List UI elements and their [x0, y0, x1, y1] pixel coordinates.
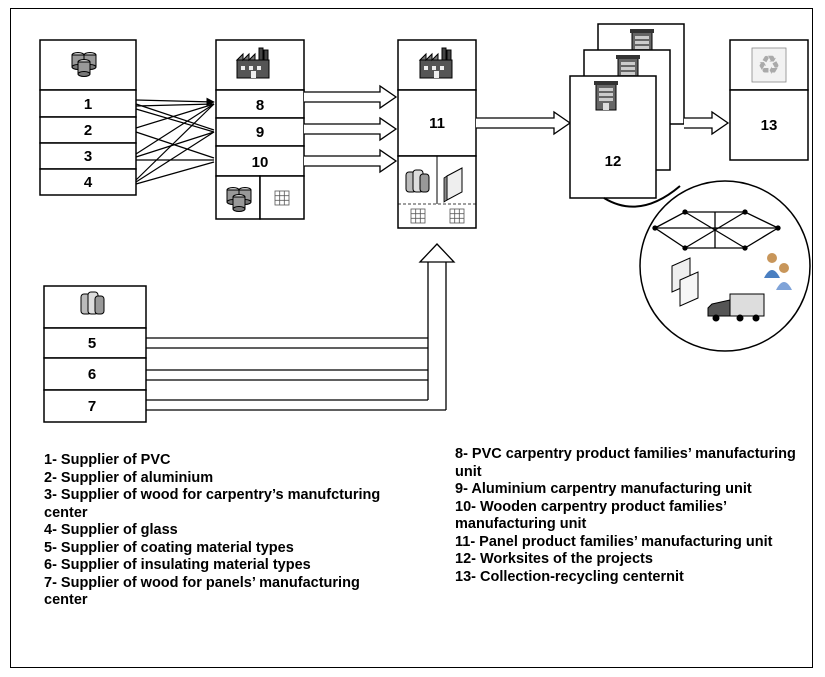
grid-panel-icon	[449, 208, 465, 224]
grid-panel-icon	[274, 190, 290, 206]
worksite-detail-connector	[603, 185, 681, 208]
panel-unit-group: 11	[397, 39, 477, 229]
node-6-label: 6	[88, 366, 96, 383]
people-icon	[764, 253, 792, 290]
legend-item-2: 2- Supplier of aluminium	[44, 469, 214, 486]
legend-item-5: 5- Supplier of coating material types	[44, 539, 294, 556]
legend-item-8: 8- PVC carpentry product families’ manuf…	[455, 446, 796, 480]
diagram-frame	[10, 8, 813, 668]
supplier-group-1-4: 1 2 3 4	[39, 39, 137, 196]
legend-suppliers: 1- Supplier of PVC 2- Supplier of alumin…	[44, 452, 394, 610]
legend-item-13: 13- Collection-recycling centernit	[455, 568, 684, 585]
materials-to-panel-links	[146, 243, 456, 411]
node-2-label: 2	[84, 122, 92, 139]
node-4-label: 4	[84, 174, 93, 191]
legend-item-1: 1- Supplier of PVC	[44, 452, 171, 468]
node-8-label: 8	[256, 97, 264, 114]
node-13-label: 13	[761, 117, 778, 134]
grid-panel-icon	[410, 208, 426, 224]
carpentry-to-panel-arrows	[304, 84, 398, 174]
recycle-icon: ♻	[751, 47, 787, 83]
panel-to-worksite-arrow	[476, 110, 572, 136]
worksites-group: 12	[569, 23, 685, 199]
node-12-label: 12	[605, 153, 622, 170]
worksite-detail-circle	[639, 180, 811, 352]
legend-item-11: 11- Panel product families’ manufacturin…	[455, 533, 773, 550]
legend-item-3: 3- Supplier of wood for carpentry’s manu…	[44, 487, 381, 521]
legend-units: 8- PVC carpentry product families’ manuf…	[455, 446, 810, 586]
legend-item-12: 12- Worksites of the projects	[455, 551, 653, 567]
supplier-group-5-7: 5 6 7	[43, 285, 147, 423]
legend-item-7: 7- Supplier of wood for panels’ manufact…	[44, 574, 360, 609]
building-icon	[593, 80, 619, 111]
node-11-label: 11	[429, 115, 445, 132]
node-10-label: 10	[252, 154, 269, 171]
carpentry-units-group: 8 9 10	[215, 39, 305, 220]
node-9-label: 9	[256, 124, 264, 141]
legend-item-10: 10- Wooden carpentry product families’ m…	[455, 498, 727, 533]
legend-item-6: 6- Supplier of insulating material types	[44, 557, 311, 573]
glass-panel-icon	[443, 167, 463, 203]
node-1-label: 1	[84, 96, 92, 113]
svg-text:♻: ♻	[757, 51, 780, 81]
legend-item-4: 4- Supplier of glass	[44, 522, 178, 538]
worksite-to-recycling-arrow	[684, 110, 730, 136]
supplier-to-carpentry-links	[135, 97, 215, 185]
glass-panel-icon	[671, 257, 699, 307]
node-5-label: 5	[88, 335, 96, 352]
node-7-label: 7	[88, 398, 96, 415]
truss-icon	[652, 209, 781, 251]
legend-item-9: 9- Aluminium carpentry manufacturing uni…	[455, 481, 752, 497]
truck-icon	[707, 293, 765, 322]
recycling-center-group: ♻ 13	[729, 39, 809, 161]
node-3-label: 3	[84, 148, 92, 165]
